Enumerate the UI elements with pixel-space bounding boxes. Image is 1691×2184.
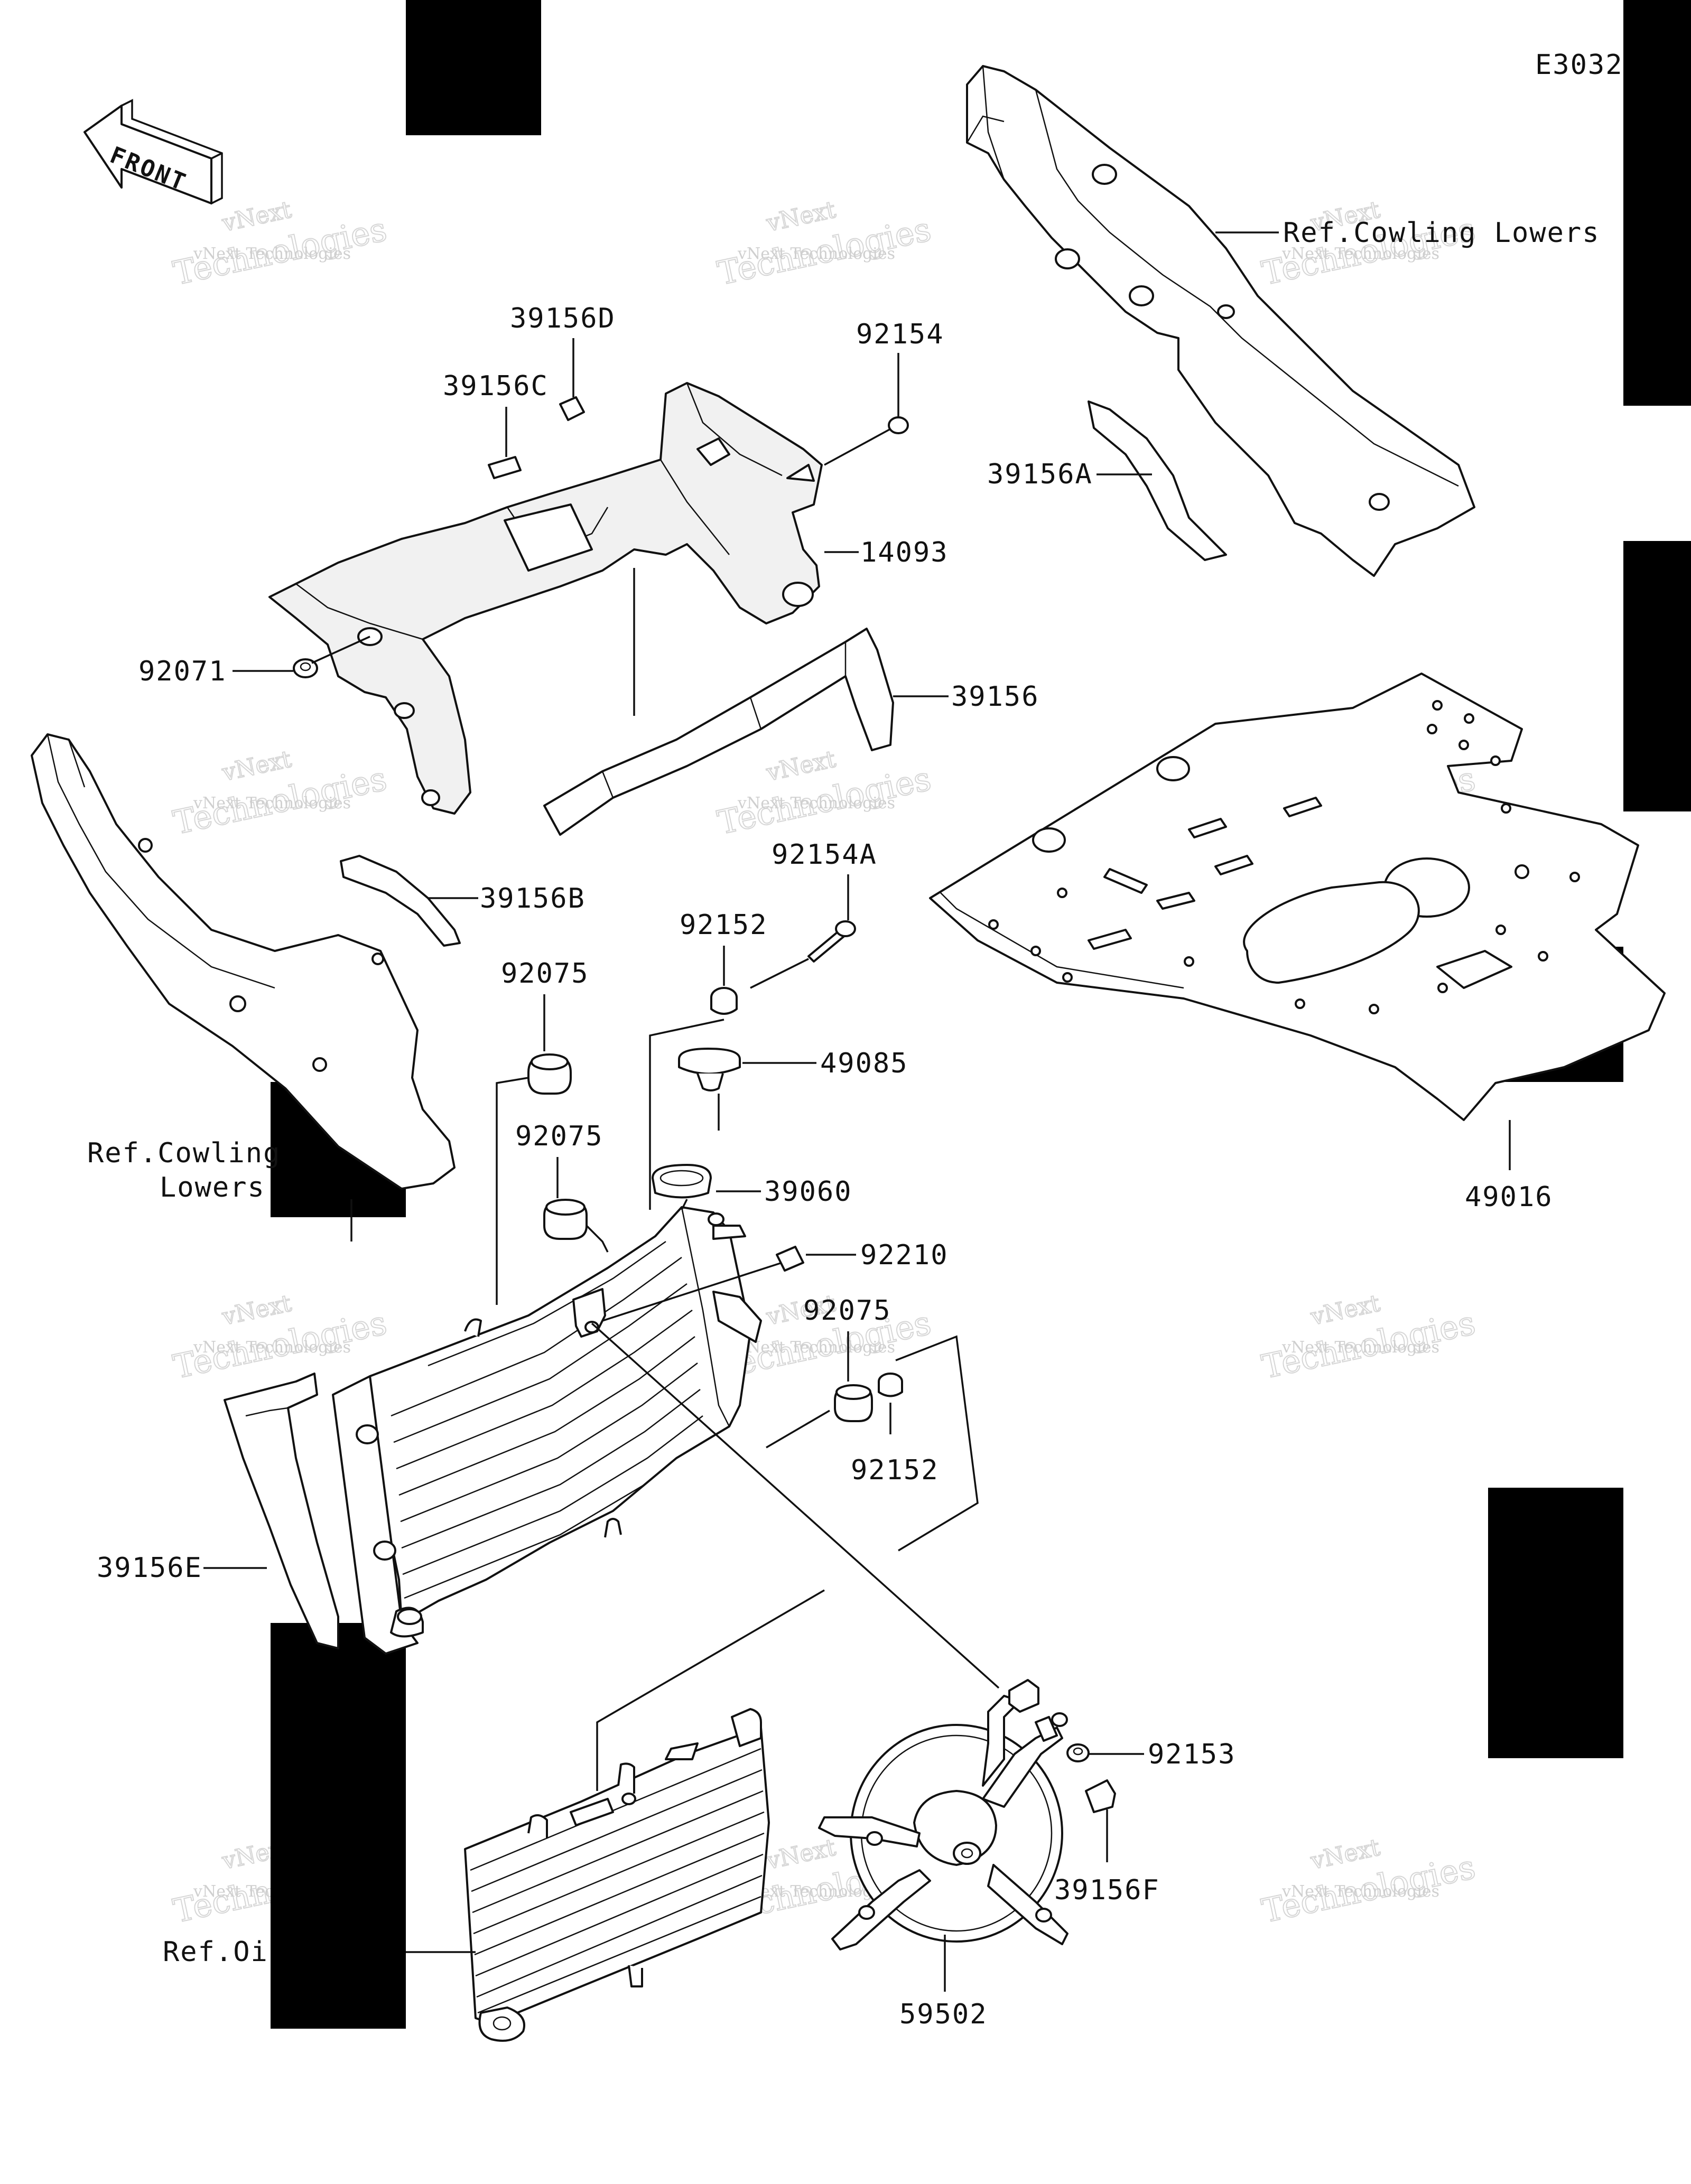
redaction-block-top	[406, 0, 541, 135]
part-92154-screw	[888, 416, 909, 434]
label-39156F: 39156F	[1054, 1874, 1160, 1906]
label-92075-b: 92075	[515, 1121, 603, 1152]
label-92071: 92071	[138, 656, 227, 687]
cowling-right-illustration	[966, 65, 1475, 577]
part-92152-collar-top	[710, 987, 738, 1015]
label-92075-c: 92075	[803, 1295, 891, 1327]
part-39156A-illustration	[1088, 400, 1227, 561]
ref-oil-cooler: Ref.Oi	[163, 1936, 268, 1968]
part-92075-grommet-b	[543, 1199, 588, 1240]
label-49016: 49016	[1465, 1181, 1553, 1213]
label-39156E: 39156E	[97, 1552, 202, 1584]
redaction-block-left-low	[271, 1623, 406, 2029]
watermark-brand: vNext Technologies	[1281, 1338, 1439, 1357]
label-39156D: 39156D	[510, 303, 616, 334]
part-39060-filler-neck	[652, 1164, 712, 1199]
part-39156F-pad	[1085, 1779, 1116, 1813]
label-39060: 39060	[764, 1176, 852, 1208]
part-39156B-strip	[340, 855, 461, 947]
ref-cowling-lowers-left-line1: Ref.Cowling	[87, 1137, 281, 1169]
label-14093: 14093	[860, 537, 949, 568]
label-49085: 49085	[820, 1048, 908, 1079]
label-39156B: 39156B	[480, 883, 586, 914]
part-92075-grommet-c	[834, 1384, 873, 1422]
watermark-brand: vNext Technologies	[1281, 245, 1439, 263]
diagram-code: E3032	[1535, 49, 1623, 81]
part-92154A-bolt	[807, 920, 856, 963]
watermark-brand: vNext Technologies	[737, 245, 895, 263]
part-92075-grommet-a	[527, 1053, 572, 1095]
part-39156D-clip	[559, 396, 585, 421]
part-49085-radiator-cap	[678, 1048, 741, 1091]
part-92210-clip	[776, 1246, 804, 1272]
part-49016-skid-plate	[929, 673, 1666, 1121]
watermark-brand: vNext Technologies	[737, 794, 895, 813]
watermark-brand: vNext Technologies	[737, 1338, 895, 1357]
label-92152-top: 92152	[680, 909, 768, 941]
label-59502: 59502	[899, 1999, 988, 2030]
label-92152-b: 92152	[851, 1454, 939, 1486]
part-39156C-clip	[488, 456, 522, 479]
label-92075-a: 92075	[501, 958, 589, 990]
front-arrow-icon: FRONT	[83, 99, 223, 204]
label-92210: 92210	[860, 1239, 949, 1271]
cowling-left-illustration	[31, 733, 456, 1190]
watermark-brand: vNext Technologies	[193, 245, 351, 263]
watermark-brand: vNext Technologies	[193, 794, 351, 813]
redaction-block-right-mid	[1623, 541, 1691, 811]
oil-cooler	[464, 1708, 770, 2042]
part-92071-nut	[293, 658, 318, 678]
watermark-brand: vNext Technologies	[1281, 1882, 1439, 1901]
radiator-bracket	[572, 1288, 606, 1338]
redaction-block-right-top	[1623, 0, 1691, 406]
label-39156C: 39156C	[443, 370, 549, 402]
ref-cowling-lowers-left-line2: Lowers	[160, 1172, 265, 1203]
part-39156-seal	[543, 628, 894, 836]
label-92153: 92153	[1148, 1739, 1236, 1770]
label-39156A: 39156A	[987, 459, 1093, 490]
label-92154: 92154	[856, 319, 944, 350]
label-39156: 39156	[951, 681, 1039, 713]
part-39156E-seal	[224, 1373, 339, 1649]
label-92154A: 92154A	[772, 839, 877, 871]
watermark-brand: vNext Technologies	[193, 1338, 351, 1357]
radiator-core	[332, 1206, 762, 1655]
redaction-block-right-low	[1488, 1488, 1623, 1758]
part-59502-fan-assembly	[818, 1679, 1069, 1950]
ref-cowling-lowers-right: Ref.Cowling Lowers	[1283, 217, 1600, 249]
part-14093-duct-bracket	[268, 382, 823, 815]
part-92153-nut	[1066, 1743, 1090, 1762]
part-92152-collar-b	[878, 1373, 903, 1397]
